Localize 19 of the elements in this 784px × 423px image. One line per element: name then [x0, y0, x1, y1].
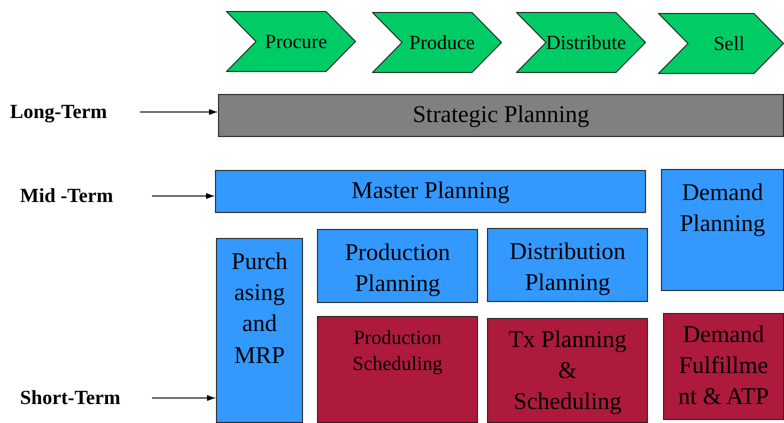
term-label: Short-Term: [20, 385, 120, 411]
step-label: Distribute: [546, 32, 626, 52]
step-label: Procure: [264, 32, 328, 52]
planning-bar: Strategic Planning: [218, 94, 784, 137]
term-label: Mid -Term: [20, 183, 114, 209]
arrow: [152, 395, 216, 401]
arrow: [140, 109, 218, 115]
planning-box: Demand Planning: [661, 169, 784, 291]
term-label: Long-Term: [10, 99, 108, 125]
arrow: [152, 193, 214, 199]
step-label: Sell: [713, 34, 745, 54]
planning-box: Purch asing and MRP: [216, 238, 303, 423]
scheduling-box: Demand Fulfillme nt & ATP: [663, 313, 784, 420]
planning-box: Master Planning: [215, 170, 646, 213]
scheduling-box: Production Scheduling: [317, 316, 478, 423]
step-label: Produce: [409, 32, 475, 52]
planning-box: Distribution Planning: [487, 228, 648, 302]
planning-box: Production Planning: [317, 229, 478, 303]
scheduling-box: Tx Planning & Scheduling: [487, 318, 648, 423]
